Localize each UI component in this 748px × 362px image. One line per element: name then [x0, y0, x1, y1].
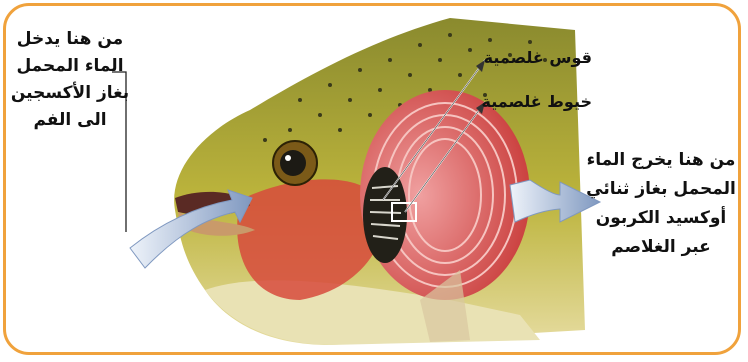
gill-arch-label: قوس غلصمية — [472, 44, 592, 71]
gill-cavity — [363, 167, 407, 263]
gill-filaments-label: خيوط غلصمية — [472, 88, 592, 115]
water-in-label: من هنا يدخل الماء المحمل بغاز الأكسجين ا… — [6, 26, 134, 134]
water-out-label: من هنا يخرج الماء المحمل بغاز ثنائي أوكس… — [580, 146, 742, 262]
